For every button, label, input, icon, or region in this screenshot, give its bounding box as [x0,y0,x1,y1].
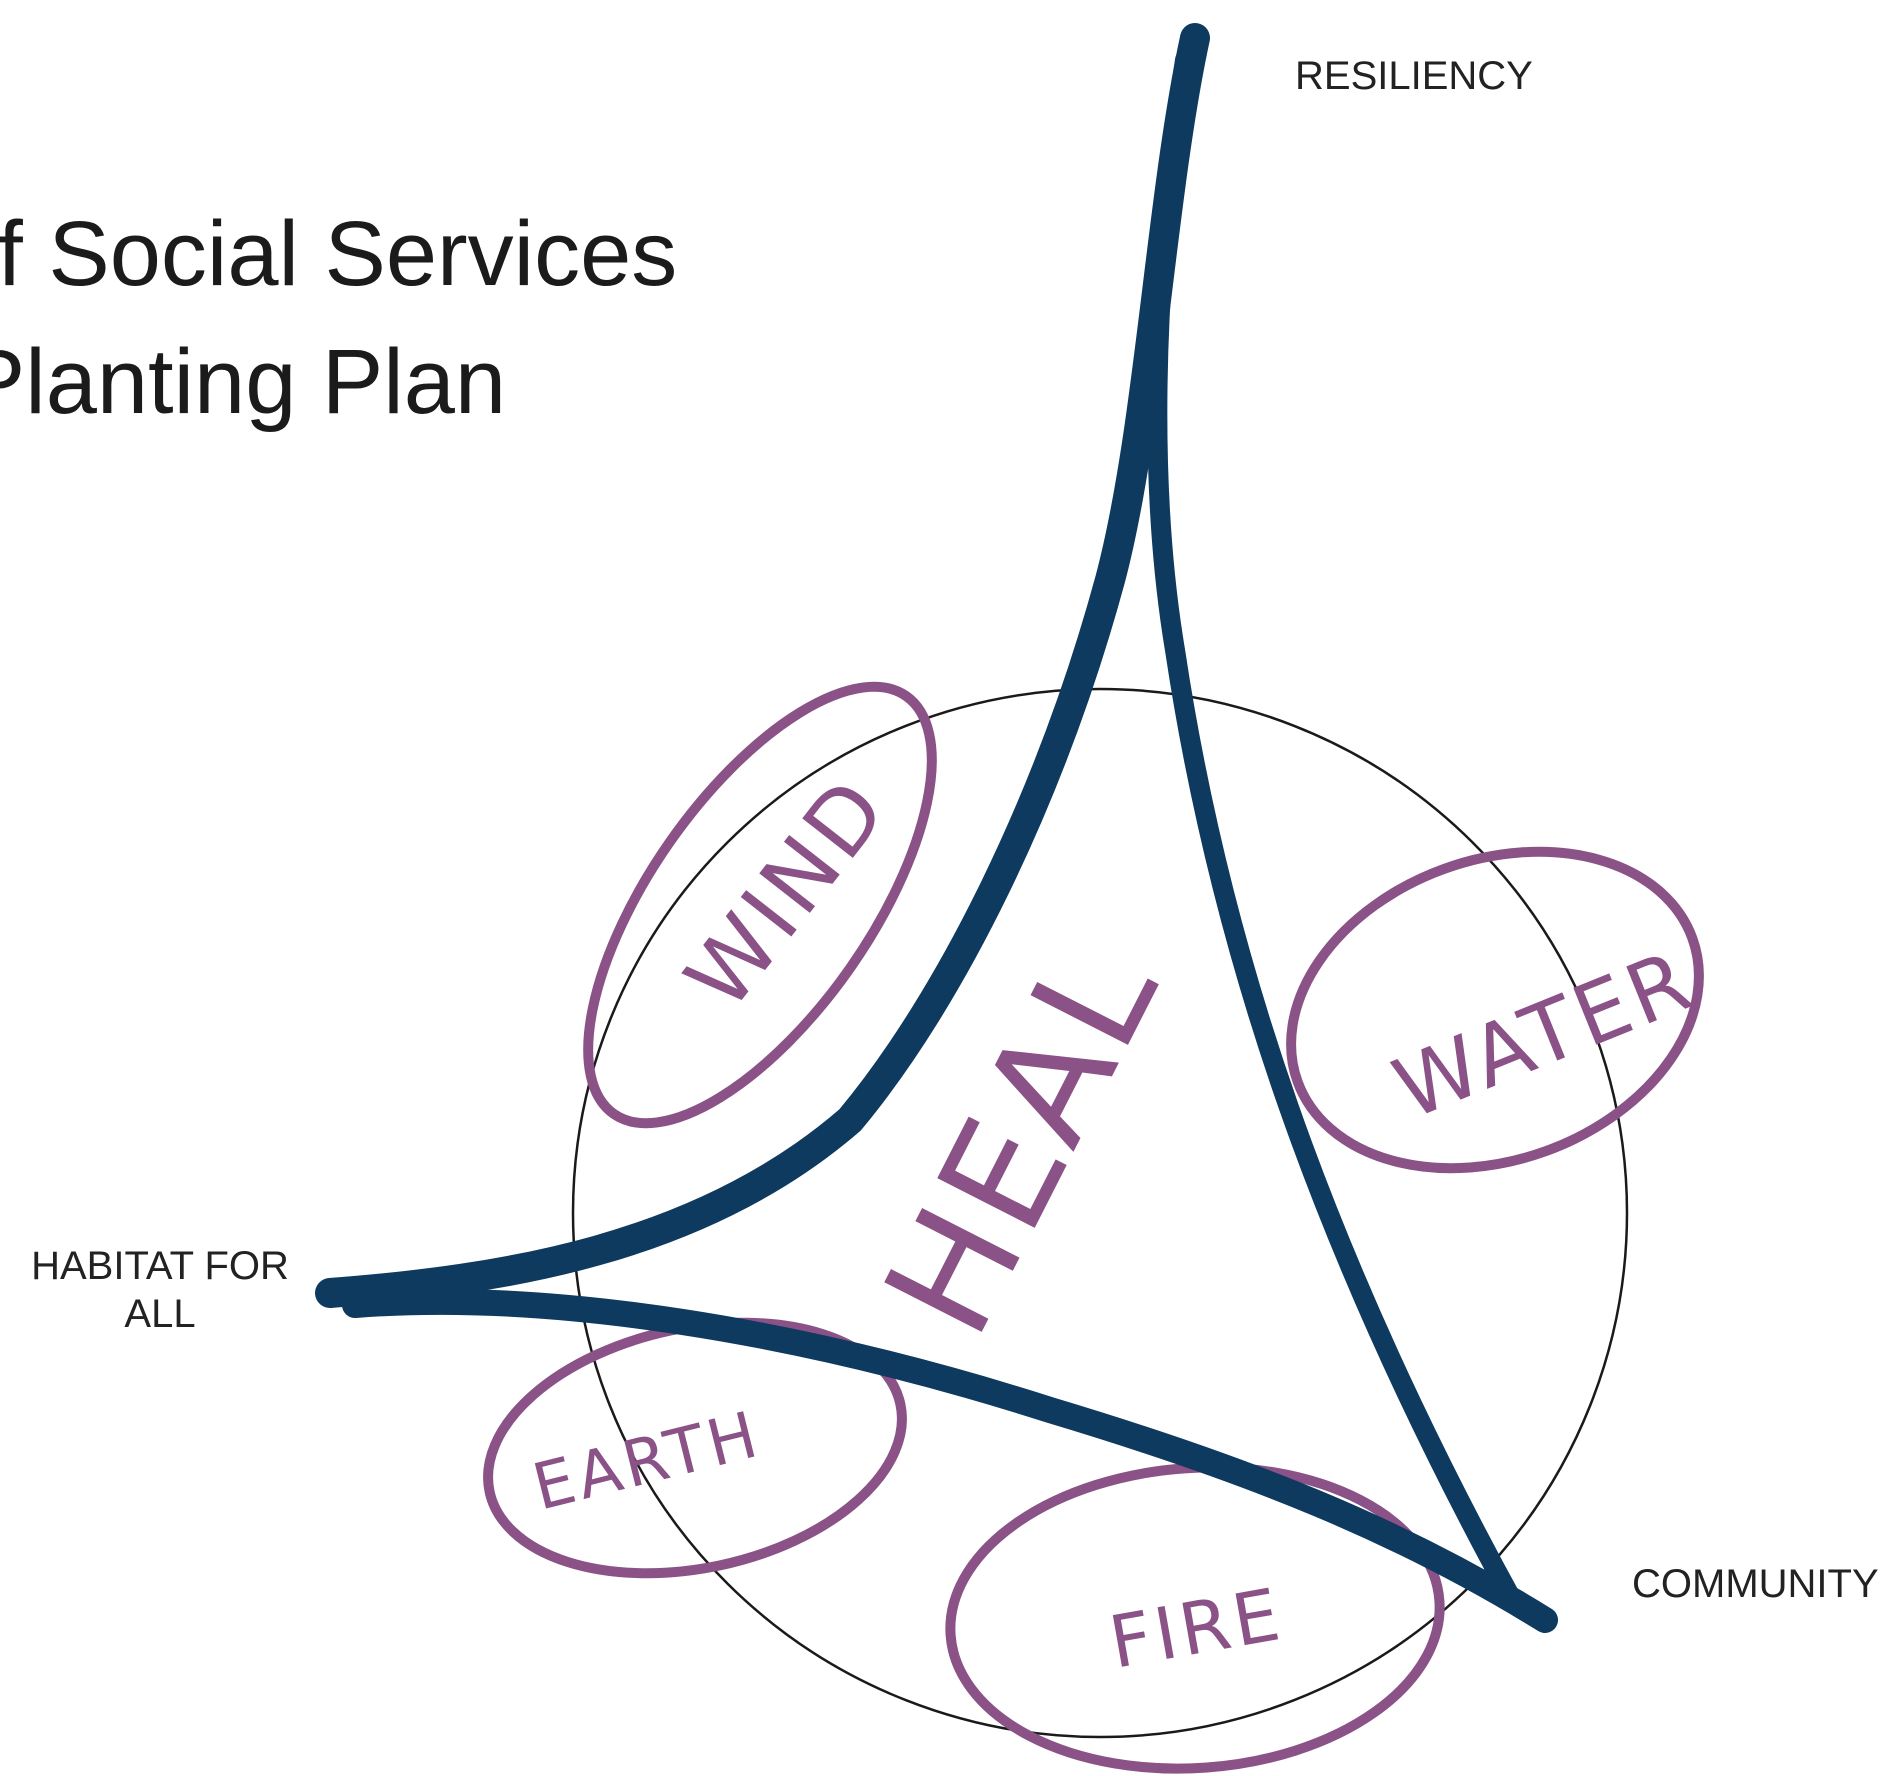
label-resiliency: RESILIENCY [1295,54,1533,98]
water-label: WATER [1381,931,1707,1139]
fire-label: FIRE [1103,1572,1289,1685]
heal-label: HEAL [852,917,1193,1361]
page-title: ers of Social Services Planting Plan [0,190,800,446]
label-habitat-for-all: HABITAT FOR ALL [10,1242,310,1338]
earth-label: EARTH [526,1398,768,1526]
brush-strokes [315,23,1558,1633]
label-habitat-line-2: ALL [124,1292,196,1336]
title-line-1: ers of Social Services [0,203,678,305]
outer-circle [571,687,1629,1739]
title-line-2: Planting Plan [0,331,507,433]
fire-ellipse [945,1462,1445,1774]
wind-ellipse [583,681,937,1129]
water-ellipse [1286,846,1704,1174]
stroke-top-to-right [1147,50,1525,1615]
label-habitat-line-1: HABITAT FOR [31,1244,289,1288]
label-community: COMMUNITY [1632,1562,1879,1606]
stroke-left-to-right [342,1288,1558,1633]
